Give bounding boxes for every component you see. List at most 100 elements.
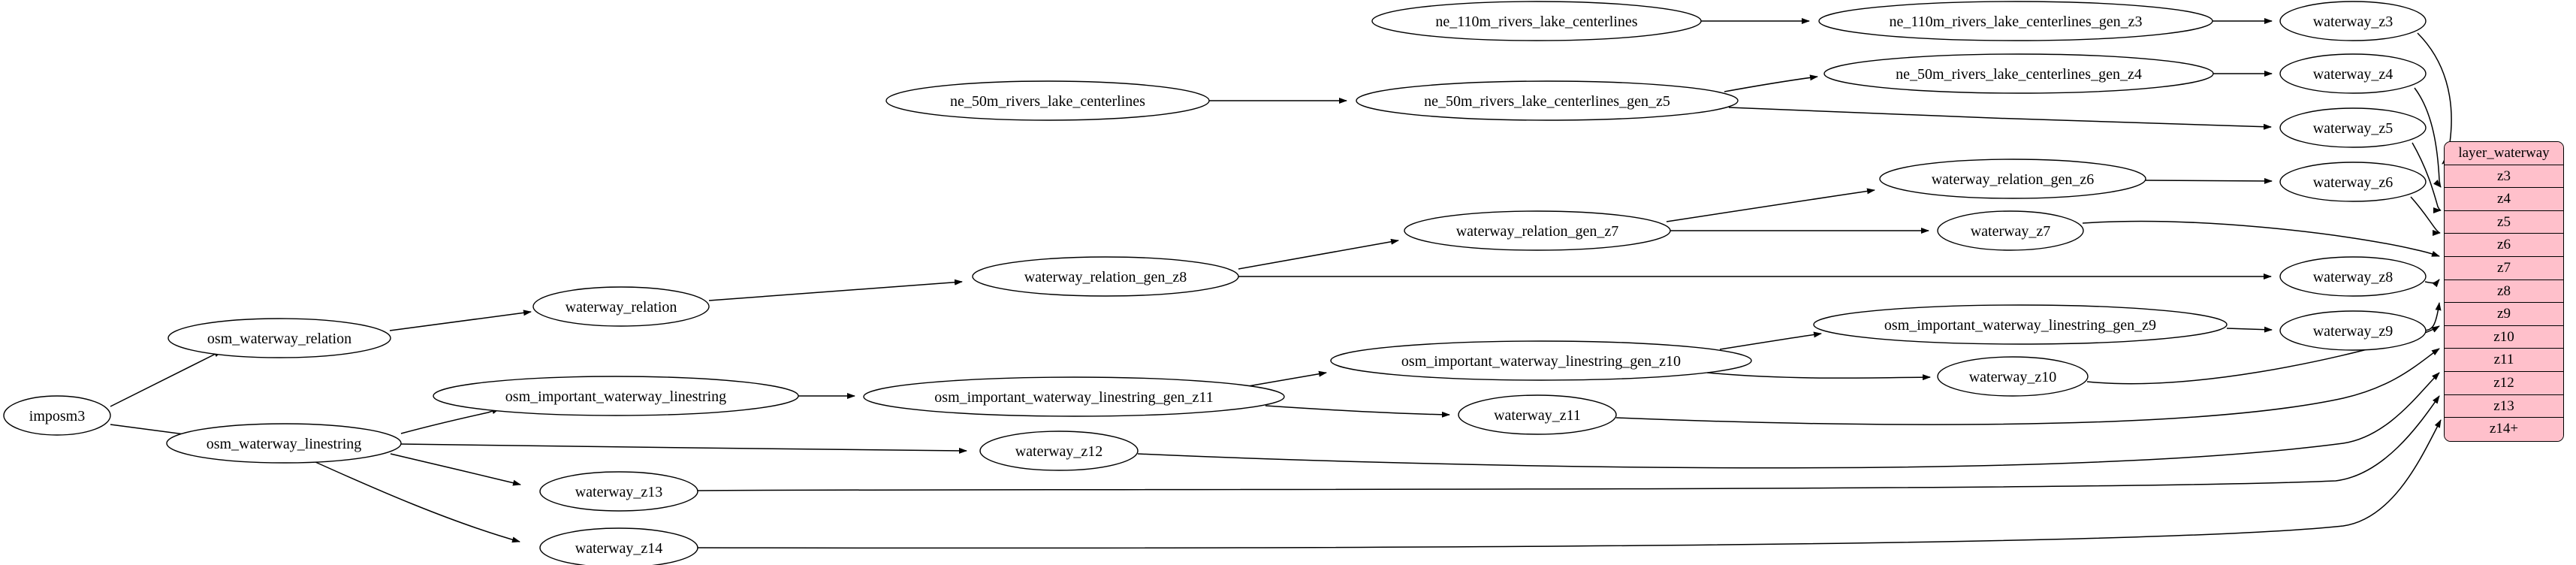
node-ne_110m_rivers_lake_centerlines_gen_z3[interactable]: ne_110m_rivers_lake_centerlines_gen_z3 — [1818, 1, 2213, 41]
node-shape-waterway_relation_gen_z8 — [972, 256, 1239, 297]
node-waterway_z13[interactable]: waterway_z13 — [539, 471, 698, 512]
node-shape-osm_waterway_linestring — [166, 423, 402, 464]
node-label-waterway_z14: waterway_z14 — [575, 540, 663, 557]
node-label-waterway_z6: waterway_z6 — [2313, 174, 2394, 191]
edge-osm_waterway_linestring-to-osm_important_waterway_linestring — [400, 408, 500, 434]
node-ne_50m_rivers_lake_centerlines_gen_z4[interactable]: ne_50m_rivers_lake_centerlines_gen_z4 — [1823, 53, 2214, 94]
node-ne_50m_rivers_lake_centerlines_gen_z5[interactable]: ne_50m_rivers_lake_centerlines_gen_z5 — [1356, 80, 1739, 121]
edge-waterway_relation_gen_z8-to-waterway_relation_gen_z7 — [1238, 238, 1399, 270]
node-shape-osm_important_waterway_linestring_gen_z10 — [1330, 340, 1752, 381]
edge-waterway_z12-to-rec_z12 — [1137, 372, 2440, 469]
node-osm_important_waterway_linestring_gen_z9[interactable]: osm_important_waterway_linestring_gen_z9 — [1813, 304, 2228, 345]
node-label-osm_waterway_relation: osm_waterway_relation — [207, 331, 351, 347]
node-shape-waterway_z5 — [2279, 107, 2427, 148]
edge-osm_waterway_linestring-to-waterway_z12 — [400, 443, 967, 454]
edge-ne_50m_rivers_lake_centerlines_gen_z5-to-ne_50m_rivers_lake_centerlines_gen_z4 — [1724, 74, 1818, 92]
node-label-waterway_z11: waterway_z11 — [1494, 407, 1581, 424]
edge-waterway_relation_gen_z6-to-waterway_z6 — [2145, 177, 2273, 184]
record-row-z11[interactable]: z11 — [2445, 349, 2563, 372]
node-waterway_z6[interactable]: waterway_z6 — [2279, 162, 2427, 202]
node-waterway_z3[interactable]: waterway_z3 — [2279, 1, 2427, 41]
record-row-z14plus[interactable]: z14+ — [2445, 418, 2563, 441]
node-shape-osm_important_waterway_linestring_gen_z9 — [1813, 304, 2228, 345]
node-label-osm_waterway_linestring: osm_waterway_linestring — [207, 436, 362, 452]
node-shape-waterway_relation — [532, 286, 710, 327]
node-shape-ne_50m_rivers_lake_centerlines — [885, 80, 1210, 121]
node-waterway_z10[interactable]: waterway_z10 — [1937, 356, 2089, 397]
edge-waterway_z13-to-rec_z13 — [697, 395, 2440, 491]
node-shape-waterway_z8 — [2279, 256, 2427, 297]
node-waterway_z5[interactable]: waterway_z5 — [2279, 107, 2427, 148]
node-waterway_relation_gen_z6[interactable]: waterway_relation_gen_z6 — [1879, 159, 2146, 199]
node-label-ne_110m_rivers_lake_centerlines_gen_z3: ne_110m_rivers_lake_centerlines_gen_z3 — [1890, 14, 2143, 30]
record-row-z3[interactable]: z3 — [2445, 165, 2563, 189]
node-waterway_relation_gen_z7[interactable]: waterway_relation_gen_z7 — [1404, 210, 1671, 251]
record-row-z9[interactable]: z9 — [2445, 303, 2563, 326]
edge-osm_important_waterway_linestring_gen_z10-to-waterway_z10 — [1706, 372, 1931, 381]
node-shape-osm_important_waterway_linestring — [433, 376, 799, 416]
node-ne_110m_rivers_lake_centerlines[interactable]: ne_110m_rivers_lake_centerlines — [1371, 1, 1702, 41]
node-label-osm_important_waterway_linestring_gen_z11: osm_important_waterway_linestring_gen_z1… — [934, 389, 1213, 406]
record-row-z4[interactable]: z4 — [2445, 188, 2563, 211]
node-waterway_relation[interactable]: waterway_relation — [532, 286, 710, 327]
node-shape-waterway_z7 — [1937, 210, 2084, 251]
node-label-imposm3: imposm3 — [29, 408, 85, 425]
node-shape-waterway_z11 — [1458, 394, 1617, 435]
record-row-z6[interactable]: z6 — [2445, 234, 2563, 257]
edge-waterway_relation_gen_z7-to-waterway_relation_gen_z6 — [1666, 188, 1875, 222]
edge-waterway_z9-to-rec_z9 — [2424, 302, 2442, 331]
node-ne_50m_rivers_lake_centerlines[interactable]: ne_50m_rivers_lake_centerlines — [885, 80, 1210, 121]
node-osm_important_waterway_linestring_gen_z11[interactable]: osm_important_waterway_linestring_gen_z1… — [863, 376, 1285, 417]
node-osm_important_waterway_linestring_gen_z10[interactable]: osm_important_waterway_linestring_gen_z1… — [1330, 340, 1752, 381]
node-shape-waterway_z9 — [2279, 310, 2427, 351]
node-waterway_z12[interactable]: waterway_z12 — [979, 431, 1139, 471]
edge-osm_important_waterway_linestring_gen_z10-to-osm_important_waterway_linestring_gen_z9 — [1719, 331, 1822, 350]
node-shape-osm_waterway_relation — [167, 318, 391, 358]
node-osm_waterway_relation[interactable]: osm_waterway_relation — [167, 318, 391, 358]
node-shape-waterway_z12 — [979, 431, 1139, 471]
record-row-z8[interactable]: z8 — [2445, 279, 2563, 304]
node-waterway_z9[interactable]: waterway_z9 — [2279, 310, 2427, 351]
node-waterway_z8[interactable]: waterway_z8 — [2279, 256, 2427, 297]
node-waterway_z4[interactable]: waterway_z4 — [2279, 53, 2427, 94]
node-shape-waterway_z3 — [2279, 1, 2427, 41]
node-shape-ne_50m_rivers_lake_centerlines_gen_z4 — [1823, 53, 2214, 94]
nodes-layer: imposm3 osm_waterway_relation osm_waterway… — [3, 1, 2427, 565]
node-shape-waterway_z4 — [2279, 53, 2427, 94]
node-waterway_z7[interactable]: waterway_z7 — [1937, 210, 2084, 251]
edge-waterway_relation-to-waterway_relation_gen_z8 — [708, 279, 963, 301]
record-row-z10[interactable]: z10 — [2445, 325, 2563, 349]
node-label-ne_50m_rivers_lake_centerlines_gen_z5: ne_50m_rivers_lake_centerlines_gen_z5 — [1424, 93, 1670, 110]
node-label-osm_important_waterway_linestring: osm_important_waterway_linestring — [505, 388, 726, 405]
node-label-waterway_z4: waterway_z4 — [2313, 66, 2394, 83]
node-label-ne_50m_rivers_lake_centerlines_gen_z4: ne_50m_rivers_lake_centerlines_gen_z4 — [1896, 66, 2142, 83]
node-imposm3[interactable]: imposm3 — [3, 395, 111, 436]
node-shape-ne_110m_rivers_lake_centerlines — [1371, 1, 1702, 41]
node-shape-waterway_z6 — [2279, 162, 2427, 202]
edges-layer — [110, 18, 2452, 549]
edge-osm_waterway_linestring-to-waterway_z13 — [390, 453, 521, 486]
node-shape-osm_important_waterway_linestring_gen_z11 — [863, 376, 1285, 417]
node-shape-waterway_z10 — [1937, 356, 2089, 397]
record-row-z5[interactable]: z5 — [2445, 210, 2563, 234]
record-row-z7[interactable]: z7 — [2445, 256, 2563, 280]
node-label-waterway_z8: waterway_z8 — [2313, 269, 2394, 286]
node-waterway_z14[interactable]: waterway_z14 — [539, 527, 698, 565]
edge-osm_important_waterway_linestring_gen_z11-to-osm_important_waterway_linestring_gen_z10 — [1238, 370, 1327, 388]
record-row-z12[interactable]: z12 — [2445, 371, 2563, 395]
edge-waterway_z5-to-rec_z5 — [2412, 142, 2442, 213]
record-row-z13[interactable]: z13 — [2445, 394, 2563, 418]
node-osm_waterway_linestring[interactable]: osm_waterway_linestring — [166, 423, 402, 464]
node-osm_important_waterway_linestring[interactable]: osm_important_waterway_linestring — [433, 376, 799, 416]
edge-waterway_z6-to-rec_z6 — [2410, 196, 2441, 236]
node-waterway_relation_gen_z8[interactable]: waterway_relation_gen_z8 — [972, 256, 1239, 297]
node-label-osm_important_waterway_linestring_gen_z10: osm_important_waterway_linestring_gen_z1… — [1401, 353, 1681, 370]
node-shape-imposm3 — [3, 395, 111, 436]
edge-osm_waterway_relation-to-waterway_relation — [389, 310, 532, 331]
node-waterway_z11[interactable]: waterway_z11 — [1458, 394, 1617, 435]
node-label-waterway_z7: waterway_z7 — [1971, 223, 2051, 240]
node-label-waterway_relation_gen_z6: waterway_relation_gen_z6 — [1932, 171, 2095, 188]
edge-ne_50m_rivers_lake_centerlines_gen_z5-to-waterway_z5 — [1728, 107, 2272, 130]
